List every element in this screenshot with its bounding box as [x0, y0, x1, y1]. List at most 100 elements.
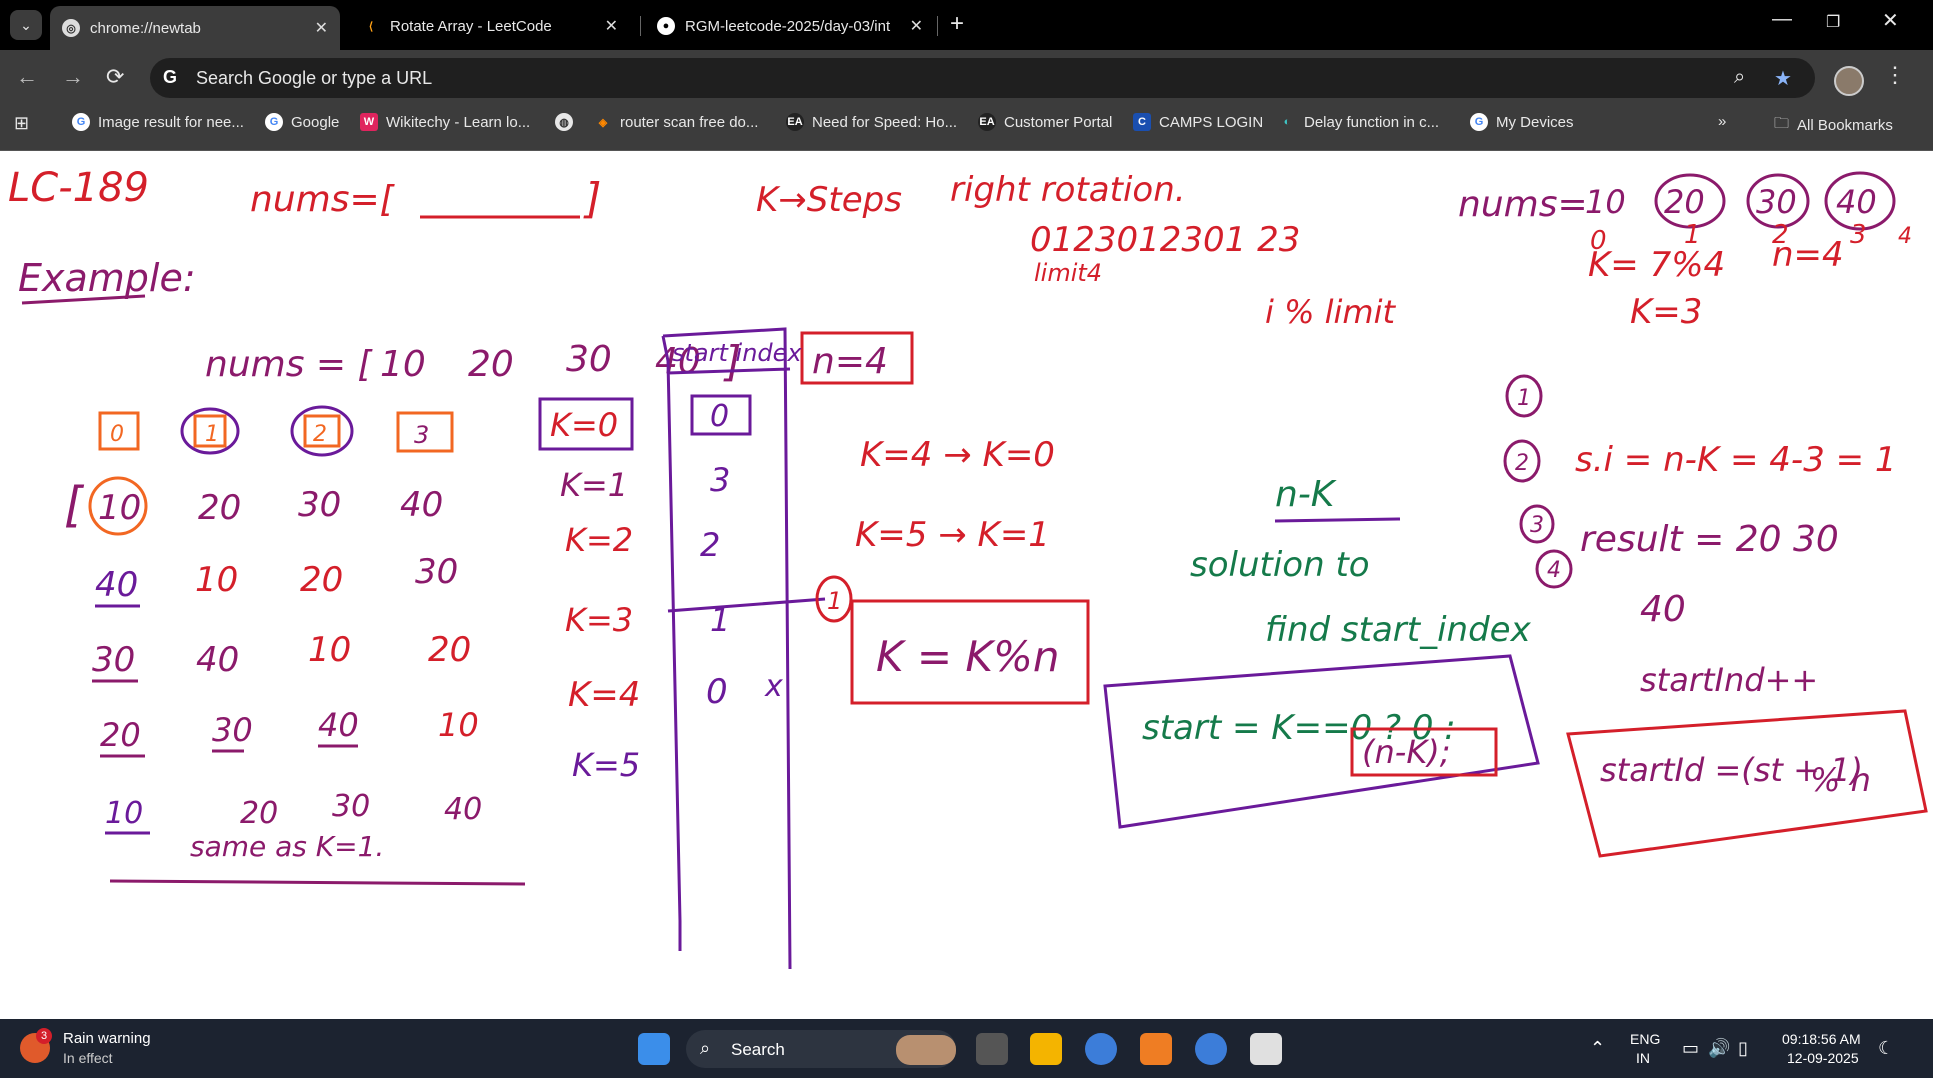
example-underline	[21, 294, 146, 305]
minimize-icon[interactable]: —	[1772, 8, 1792, 30]
address-bar[interactable]	[150, 58, 1815, 98]
tab-leetcode[interactable]: ⟨ Rotate Array - LeetCode ✕	[350, 6, 630, 46]
new-tab-button[interactable]: +	[950, 10, 965, 37]
idx-0: 0	[110, 422, 124, 447]
start-0-box	[690, 394, 752, 436]
all-bookmarks-button[interactable]: 🗀All Bookmarks	[1774, 113, 1893, 138]
step-circle-2	[1503, 439, 1541, 483]
address-bar-placeholder[interactable]: Search Google or type a URL	[196, 68, 433, 88]
app-icon[interactable]	[1250, 1033, 1282, 1065]
close-tab-icon[interactable]: ✕	[314, 20, 328, 37]
task-view-icon[interactable]	[976, 1033, 1008, 1065]
apps-icon[interactable]: ⊞	[14, 113, 30, 133]
circle-10	[88, 476, 148, 536]
forward-icon[interactable]: →	[62, 64, 84, 89]
clock-time[interactable]: 09:18:56 AM	[1782, 1031, 1861, 1047]
row3-c3: 10	[438, 706, 479, 744]
start-index-header: start index	[672, 339, 802, 367]
close-tab-icon[interactable]: ✕	[604, 18, 618, 35]
start-val-3: 1	[710, 601, 730, 639]
network-icon[interactable]: ▭	[1682, 1038, 1700, 1058]
si-formula: s.i = n-K = 4-3 = 1	[1575, 440, 1897, 480]
windows-start-icon[interactable]	[638, 1033, 670, 1065]
chevron-right-icon[interactable]: »	[1718, 113, 1727, 130]
startid-box	[1566, 709, 1928, 858]
bookmark-item[interactable]: ◐Delay function in c...	[1278, 113, 1439, 131]
tab-separator	[937, 16, 938, 36]
k-label-0: K=0	[550, 406, 618, 444]
avatar[interactable]	[1834, 66, 1864, 96]
menu-icon[interactable]: ⋮	[1884, 62, 1906, 87]
file-explorer-icon[interactable]	[1030, 1033, 1062, 1065]
row0-c2: 30	[298, 485, 341, 525]
idx-circle-2	[290, 405, 354, 457]
circled-1-left	[815, 575, 853, 623]
k-eq-kmodn: K = K%n	[876, 632, 1060, 681]
idx-2: 2	[313, 422, 327, 447]
zoom-icon[interactable]: ⌕	[1734, 66, 1746, 88]
tab-newtab[interactable]: ◎ chrome://newtab ✕	[50, 6, 340, 50]
row2-c1: 40	[196, 640, 239, 680]
k-steps-label: K→Steps	[756, 180, 902, 220]
k4-to-k0: K=4 → K=0	[860, 435, 1055, 475]
row1-c0: 40	[95, 565, 138, 605]
google-icon: G	[72, 113, 90, 131]
region-indicator: IN	[1636, 1050, 1650, 1066]
start-formula-box	[1103, 654, 1540, 829]
chrome-profile-icon[interactable]	[1195, 1033, 1227, 1065]
tab-github[interactable]: ● RGM-leetcode-2025/day-03/int ✕	[645, 6, 935, 46]
back-icon[interactable]: ←	[16, 64, 38, 89]
globe-icon[interactable]: ◍	[555, 113, 581, 131]
n-minus-k-underline	[1274, 517, 1401, 523]
bookmark-star-icon[interactable]: ★	[1774, 68, 1792, 90]
circled-1-left-text: 1	[827, 587, 842, 615]
right-rotation-label: right rotation.	[950, 170, 1186, 210]
delay-icon: ◐	[1283, 116, 1291, 128]
start-val-4: 0	[706, 672, 728, 712]
sublime-icon[interactable]	[1140, 1033, 1172, 1065]
tab-search-button[interactable]: ⌄	[10, 10, 42, 40]
google-icon: G	[265, 113, 283, 131]
start-formula2: (n-K);	[1362, 733, 1451, 771]
bookmark-item[interactable]: ◈router scan free do...	[594, 113, 759, 131]
restore-icon[interactable]: ❐	[1826, 14, 1841, 31]
chrome-icon: ◎	[62, 19, 80, 37]
close-window-icon[interactable]: ✕	[1882, 10, 1899, 32]
weather-title[interactable]: Rain warning	[63, 1030, 151, 1047]
battery-icon[interactable]: ▯	[1738, 1038, 1748, 1058]
language-indicator[interactable]: ENG	[1630, 1031, 1661, 1047]
chrome-taskbar-icon[interactable]	[1085, 1033, 1117, 1065]
top-right-val-1: 20	[1664, 183, 1705, 221]
notification-icon[interactable]: ☾	[1878, 1038, 1895, 1058]
github-icon: ●	[657, 17, 675, 35]
google-icon: G	[1470, 113, 1488, 131]
k-label-3: K=3	[565, 601, 633, 639]
row0-c3: 40	[400, 485, 443, 525]
circle-30	[1746, 173, 1810, 229]
circle-20	[1654, 173, 1726, 229]
reload-icon[interactable]: ⟳	[106, 64, 125, 89]
close-tab-icon[interactable]: ✕	[909, 18, 923, 35]
row0-c1: 20	[198, 488, 241, 528]
nums-top-right: nums=	[1458, 184, 1588, 225]
k5-to-k1: K=5 → K=1	[855, 515, 1050, 555]
circle-40	[1824, 171, 1896, 231]
row4-c1: 20	[240, 796, 278, 831]
n4-box	[800, 331, 914, 385]
rotation-table: 10 20 30 40 40 10 20 30 30 40 10 20 20 3…	[92, 485, 482, 831]
chevron-up-icon[interactable]: ⌃	[1590, 1038, 1606, 1058]
k-label-4: K=4	[568, 675, 640, 715]
volume-icon[interactable]: 🔊	[1708, 1038, 1731, 1058]
whiteboard-canvas[interactable]: LC-189 nums=[ ] K→Steps right rotation. …	[0, 151, 1933, 1019]
example-val-1: 20	[468, 344, 514, 385]
same-as-k1: same as K=1.	[190, 830, 384, 863]
top-right-idx-2: 2	[1772, 220, 1789, 250]
wikitechy-icon: W	[360, 113, 378, 131]
